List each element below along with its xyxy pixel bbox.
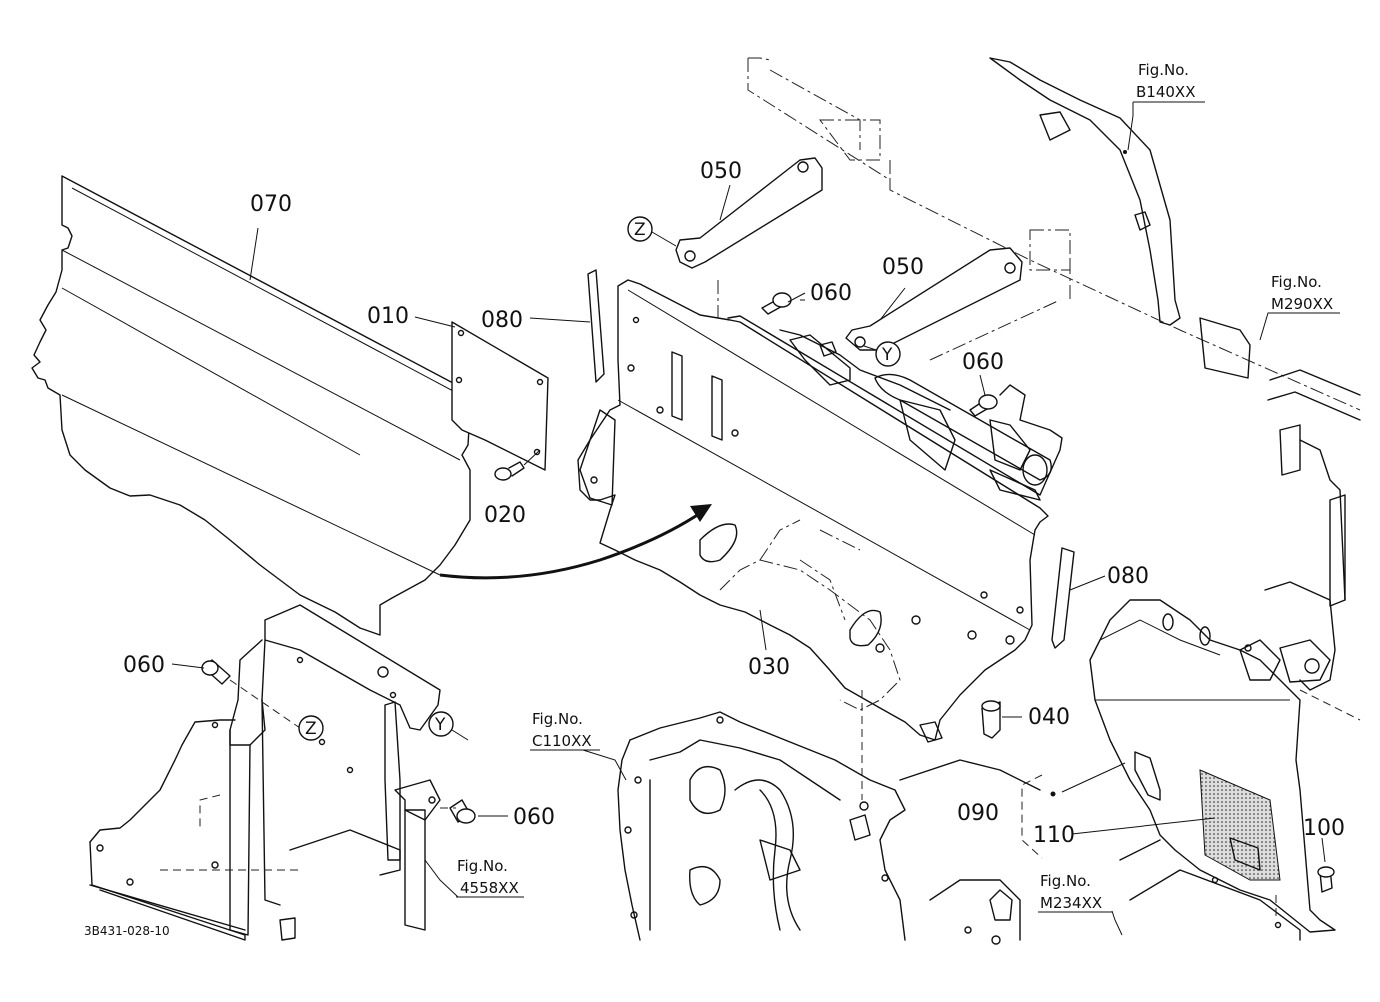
fig-ref-m290-prefix: Fig.No.: [1271, 273, 1322, 291]
fig-ref-c110: Fig.No. C110XX: [530, 710, 600, 751]
part-label-010: 010: [367, 304, 409, 329]
fig-ref-m234-prefix: Fig.No.: [1040, 872, 1091, 890]
bolt-060-left-lower: [440, 799, 476, 824]
marker-y-lower: Y: [428, 711, 469, 741]
bolt-100: [1317, 866, 1335, 893]
part-label-110: 110: [1033, 823, 1075, 848]
reference-frame-top: [717, 57, 1361, 411]
fig-ref-4558-code: 4558XX: [460, 879, 519, 897]
bolt-040: [981, 700, 1001, 739]
part-label-090: 090: [957, 801, 999, 826]
seal-080-right: [1051, 547, 1075, 649]
mechanism-assembly: [727, 315, 1063, 501]
diagram-code: 3B431-028-10: [84, 924, 170, 938]
seal-080-left: [587, 269, 605, 383]
arm-050-lower: [845, 247, 1023, 351]
part-label-040: 040: [1028, 705, 1070, 730]
frame-m290-outline: [1199, 317, 1361, 721]
cover-m234: [1089, 599, 1336, 941]
panel-070: [31, 175, 479, 636]
part-label-020: 020: [484, 503, 526, 528]
marker-y-lower-label: Y: [434, 715, 446, 735]
part-label-080-right: 080: [1107, 564, 1149, 589]
part-label-050-lower: 050: [882, 255, 924, 280]
arm-050-upper: [675, 157, 823, 269]
part-label-060-upper: 060: [810, 281, 852, 306]
fig-ref-m290: Fig.No. M290XX: [1268, 273, 1340, 314]
fig-ref-c110-prefix: Fig.No.: [532, 710, 583, 728]
fig-ref-b140-prefix: Fig.No.: [1138, 61, 1189, 79]
frame-4558-outline: [89, 604, 441, 941]
part-label-060-left-upper: 060: [123, 653, 165, 678]
marker-z-lower: Z: [298, 715, 324, 741]
bolt-020: [494, 449, 541, 481]
part-label-060-middle: 060: [962, 350, 1004, 375]
assembly-arrow: [439, 504, 712, 580]
part-label-100: 100: [1303, 816, 1345, 841]
fig-ref-m290-code: M290XX: [1271, 295, 1333, 313]
bracket-090: [1021, 774, 1056, 859]
bolt-060-left-upper: [201, 659, 301, 729]
marker-z-upper-label: Z: [634, 220, 646, 240]
bracket-030: [577, 279, 1049, 743]
part-label-070: 070: [250, 192, 292, 217]
part-label-060-left-lower: 060: [513, 805, 555, 830]
housing-c110-outline: [617, 519, 1041, 945]
bracket-b140-outline: [989, 57, 1181, 326]
fig-ref-4558: Fig.No. 4558XX: [456, 857, 524, 898]
marker-z-upper: Z: [627, 216, 677, 247]
part-label-030: 030: [748, 655, 790, 680]
marker-z-lower-label: Z: [305, 719, 317, 739]
fig-ref-4558-prefix: Fig.No.: [457, 857, 508, 875]
fig-ref-m234-code: M234XX: [1040, 894, 1102, 912]
fig-ref-b140-code: B140XX: [1136, 83, 1195, 101]
fig-ref-m234: Fig.No. M234XX: [1038, 872, 1112, 913]
fig-ref-c110-code: C110XX: [532, 732, 592, 750]
marker-y-upper-label: Y: [881, 345, 893, 365]
fig-ref-b140: Fig.No. B140XX: [1133, 61, 1205, 103]
part-label-050-upper: 050: [700, 159, 742, 184]
bolt-060-middle: [969, 394, 998, 417]
part-label-080-left: 080: [481, 308, 523, 333]
marker-y-upper: Y: [863, 341, 901, 367]
plate-010: [451, 321, 549, 471]
